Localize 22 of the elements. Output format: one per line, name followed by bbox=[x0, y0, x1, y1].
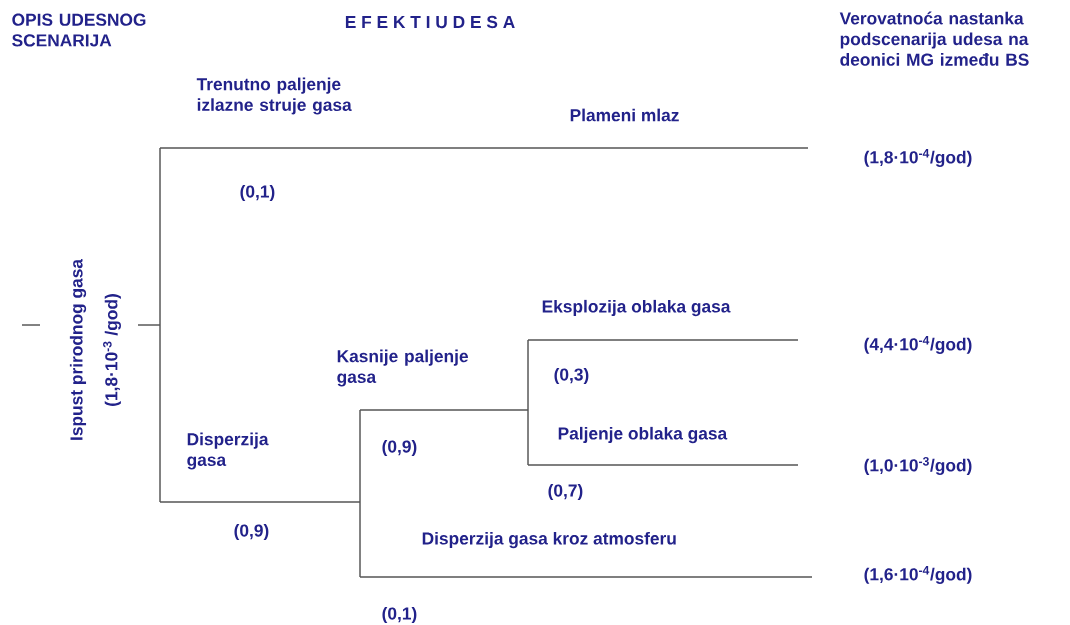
branch-label: Disperzija gasa kroz atmosferu bbox=[422, 531, 676, 549]
probability-label: (0,1) bbox=[240, 184, 275, 202]
column-heading: E F E K T I U D E S A bbox=[345, 15, 515, 29]
probability-label: (0,3) bbox=[554, 367, 589, 385]
branch-label: Plameni mlaz bbox=[570, 108, 679, 122]
probability-label: (0,9) bbox=[382, 439, 417, 457]
probability-label: (0,9) bbox=[234, 523, 269, 541]
probability-label: (0,1) bbox=[382, 606, 417, 624]
branch-label: Kasnije paljenje gasa bbox=[337, 349, 468, 387]
frequency-label: (4,4·10$^{-4}$/god) bbox=[864, 336, 972, 354]
initiating-event-label: Ispust prirodnog gasa bbox=[69, 258, 87, 440]
branch-label: Paljenje oblaka gasa bbox=[558, 426, 728, 444]
probability-label: (0,7) bbox=[548, 483, 583, 501]
branch-label: Disperzija gasa bbox=[187, 432, 269, 470]
column-heading: OPIS UDESNOG SCENARIJA bbox=[12, 13, 146, 47]
branch-label: Trenutno paljenje izlazne struje gasa bbox=[196, 77, 352, 115]
frequency-label: (1,8·10$^{-3}$ /god) bbox=[103, 294, 121, 406]
branch-label: Eksplozija oblaka gasa bbox=[542, 299, 731, 317]
column-heading: Verovatnoća nastanka podscenarija udesa na deonici MG između BS bbox=[839, 11, 1029, 66]
frequency-label: (1,6·10$^{-4}$/god) bbox=[864, 566, 972, 584]
frequency-label: (1,8·10$^{-4}$/god) bbox=[864, 149, 972, 167]
frequency-label: (1,0·10$^{-3}$/god) bbox=[864, 457, 972, 475]
